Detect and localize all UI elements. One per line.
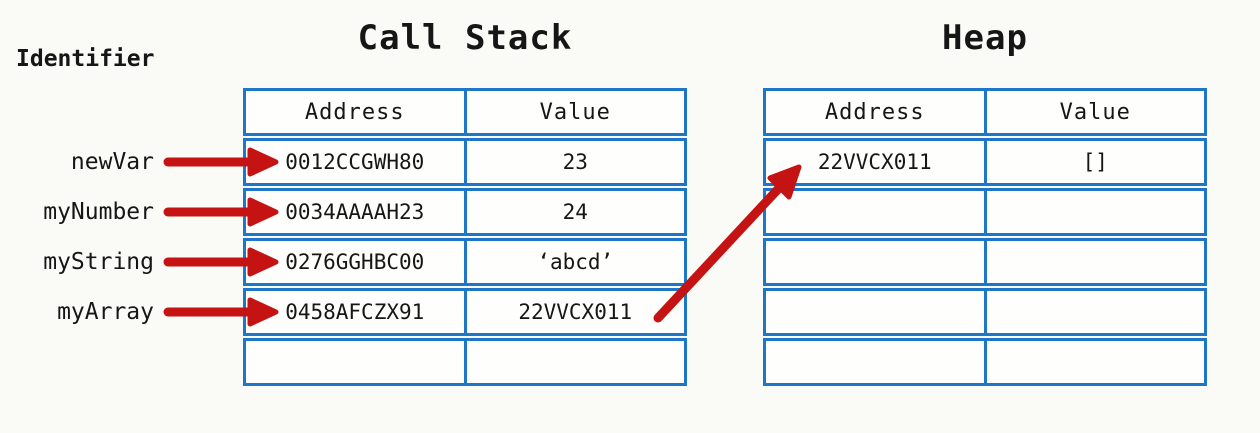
- table-cell: 0276GGHBC00: [246, 241, 467, 283]
- call-stack-table: Address Value 0012CCGWH80 23 0034AAAAH23 24 02…: [243, 88, 687, 386]
- table-header-row: Address Value: [243, 88, 687, 136]
- table-cell: 22VVCX011: [518, 300, 633, 324]
- column-header: Value: [1059, 99, 1131, 125]
- table-cell: [766, 291, 987, 333]
- column-header: Value: [539, 99, 611, 125]
- table-row: [763, 238, 1207, 286]
- column-header: Address: [246, 91, 467, 133]
- table-row: 0012CCGWH80 23: [243, 138, 687, 186]
- table-cell: [766, 241, 987, 283]
- table-row: [763, 288, 1207, 336]
- table-cell: 22VVCX011: [766, 141, 987, 183]
- table-row: 0276GGHBC00 ‘abcd’: [243, 238, 687, 286]
- table-cell: 0012CCGWH80: [246, 141, 467, 183]
- table-cell: 24: [562, 200, 588, 224]
- table-cell: 23: [562, 150, 588, 174]
- table-cell: [987, 191, 1205, 233]
- table-cell: [987, 291, 1205, 333]
- identifier-label: myNumber: [43, 199, 154, 225]
- table-cell: ‘abcd’: [537, 250, 614, 274]
- table-cell: [246, 341, 467, 383]
- call-stack-title: Call Stack: [357, 18, 573, 58]
- identifier-label: newVar: [70, 149, 154, 175]
- table-cell: 0034AAAAH23: [246, 191, 467, 233]
- table-cell: [987, 241, 1205, 283]
- table-row: [243, 338, 687, 386]
- table-cell: []: [1082, 150, 1108, 174]
- table-row: [763, 338, 1207, 386]
- table-header-row: Address Value: [763, 88, 1207, 136]
- identifier-label: myString: [43, 249, 154, 275]
- table-cell: [987, 341, 1205, 383]
- table-cell: [766, 341, 987, 383]
- identifier-label: myArray: [57, 299, 154, 325]
- column-header: Address: [766, 91, 987, 133]
- heap-table: Address Value 22VVCX011 []: [763, 88, 1207, 386]
- table-row: 22VVCX011 []: [763, 138, 1207, 186]
- identifier-heading: Identifier: [16, 46, 155, 72]
- table-cell: [766, 191, 987, 233]
- heap-title: Heap: [942, 18, 1028, 58]
- table-cell: 0458AFCZX91: [246, 291, 467, 333]
- table-row: [763, 188, 1207, 236]
- table-cell: [467, 341, 685, 383]
- table-row: 0458AFCZX91 22VVCX011: [243, 288, 687, 336]
- table-row: 0034AAAAH23 24: [243, 188, 687, 236]
